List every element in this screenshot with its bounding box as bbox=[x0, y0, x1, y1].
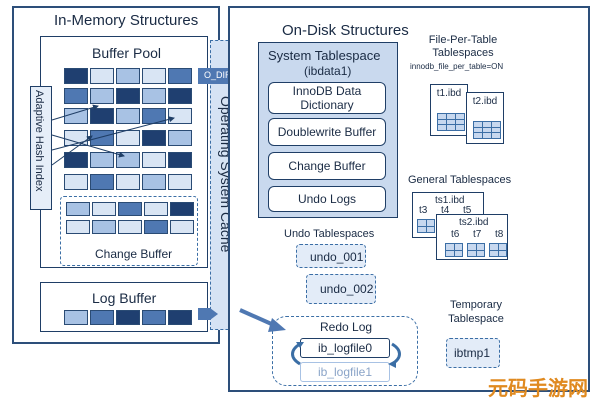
log-to-redo-arrow bbox=[239, 308, 286, 332]
t5-label: t5 bbox=[463, 205, 472, 216]
t4-label: t4 bbox=[441, 205, 450, 216]
t2-ibd-label: t2.ibd bbox=[472, 96, 498, 107]
system-tablespace-subtitle: (ibdata1) bbox=[304, 64, 352, 78]
t1-ibd-label: t1.ibd bbox=[436, 88, 462, 99]
redo-log bbox=[272, 316, 418, 386]
undo-tablespaces-title: Undo Tablespaces bbox=[284, 228, 375, 240]
ibtmp1-label: ibtmp1 bbox=[454, 346, 491, 360]
file-per-table-title: File-Per-Table Tablespaces bbox=[428, 34, 498, 59]
ib-logfile0-box: ib_logfile0 bbox=[300, 338, 390, 358]
t7-label: t7 bbox=[473, 229, 482, 240]
t7-table-icon bbox=[467, 243, 485, 257]
on-disk-title: On-Disk Structures bbox=[282, 22, 409, 39]
temporary-tablespace-title: Temporary Tablespace bbox=[448, 299, 504, 325]
t2-table-icon bbox=[473, 121, 501, 139]
t3-label: t3 bbox=[419, 205, 428, 216]
adaptive-hash-index-label: Adaptive Hash Index bbox=[33, 90, 45, 192]
doublewrite-buffer-box: Doublewrite Buffer bbox=[268, 118, 386, 146]
undo-001-file bbox=[296, 244, 366, 268]
ibtmp1-file bbox=[446, 338, 500, 368]
t1-ibd-file: t1.ibd bbox=[430, 84, 468, 136]
watermark: 元码手游网 bbox=[488, 378, 588, 400]
t6-label: t6 bbox=[451, 229, 460, 240]
t6-table-icon bbox=[445, 243, 463, 257]
system-tablespace-title: System Tablespace bbox=[268, 48, 381, 63]
change-buffer-box: Change Buffer bbox=[268, 152, 386, 180]
o-direct-label: O_DIRECT bbox=[204, 70, 250, 80]
t3-table-icon bbox=[417, 219, 435, 233]
ts2-ibd-file: ts2.ibd t6 t7 t8 bbox=[436, 214, 508, 260]
data-dictionary-box: InnoDB Data Dictionary bbox=[268, 82, 386, 114]
adaptive-hash-index bbox=[30, 86, 52, 210]
t1-table-icon bbox=[437, 113, 465, 131]
undo-002-label: undo_002 bbox=[320, 282, 374, 296]
ts1-ibd-label: ts1.ibd bbox=[435, 195, 465, 206]
undo-001-label: undo_001 bbox=[310, 250, 364, 264]
log-flush-arrow bbox=[198, 308, 218, 320]
buffer-pool-title: Buffer Pool bbox=[92, 45, 162, 61]
t8-label: t8 bbox=[495, 229, 504, 240]
redo-log-title: Redo Log bbox=[320, 320, 373, 334]
t8-table-icon bbox=[489, 243, 507, 257]
hash-pointer-arrows bbox=[51, 104, 175, 166]
ts2-ibd-label: ts2.ibd bbox=[459, 217, 489, 228]
file-per-table-setting: innodb_file_per_table=ON bbox=[410, 62, 504, 71]
change-buffer-label: Change Buffer bbox=[95, 247, 173, 261]
general-tablespaces-title: General Tablespaces bbox=[408, 174, 512, 186]
undo-logs-box: Undo Logs bbox=[268, 186, 386, 212]
log-buffer-title: Log Buffer bbox=[92, 290, 157, 306]
undo-002-file bbox=[306, 274, 376, 304]
redo-cycle-arrows bbox=[291, 342, 401, 368]
change-buffer bbox=[60, 196, 198, 266]
ib-logfile1-box: ib_logfile1 bbox=[300, 362, 390, 382]
t2-ibd-file: t2.ibd bbox=[466, 92, 504, 144]
in-memory-title: In-Memory Structures bbox=[54, 12, 199, 29]
